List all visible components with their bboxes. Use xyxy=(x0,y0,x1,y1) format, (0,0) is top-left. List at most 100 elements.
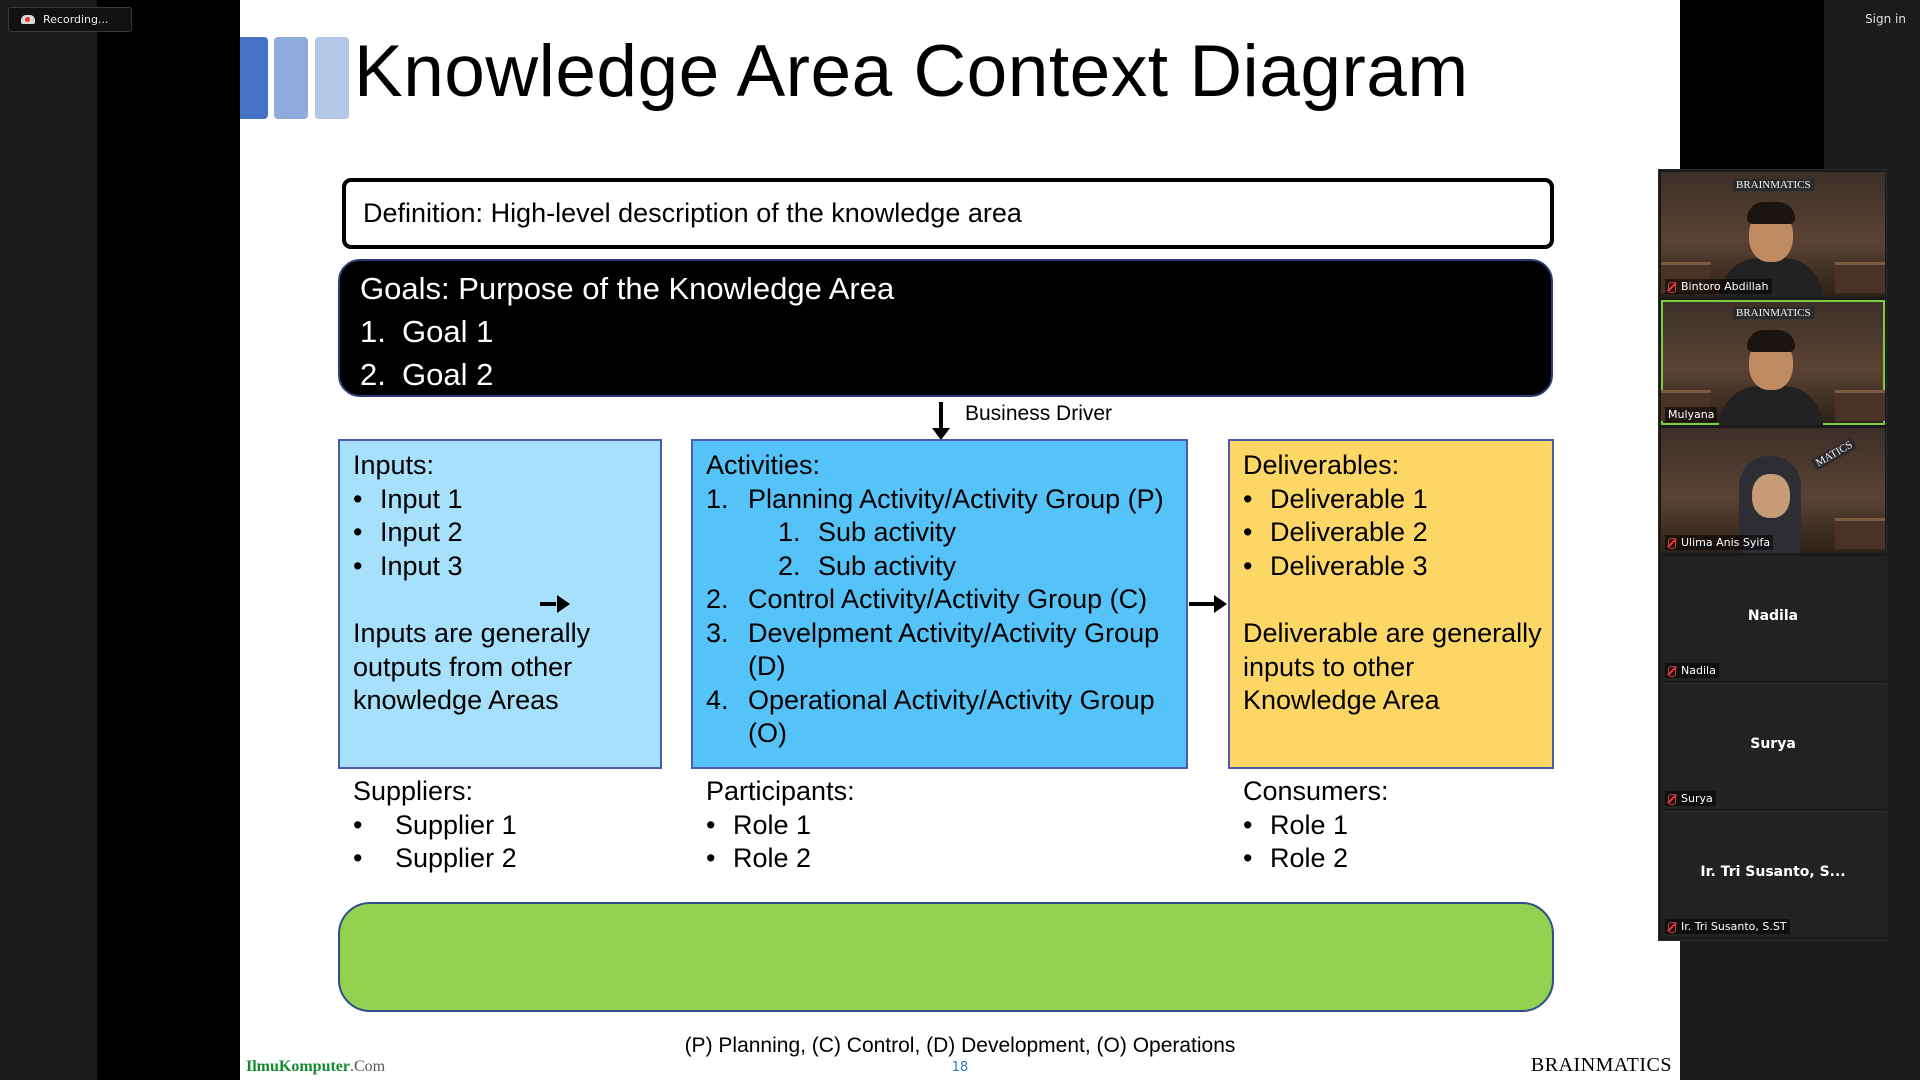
recording-label: Recording... xyxy=(43,13,109,26)
sub-activity-item: 1. Sub activity xyxy=(706,516,1186,550)
goals-heading: Goals: Purpose of the Knowledge Area xyxy=(360,271,895,306)
sub-activity-item: 2. Sub activity xyxy=(706,550,1186,584)
participant-text: Role 2 xyxy=(733,843,812,873)
deliverables-box: Deliverables: •Deliverable 1 •Deliverabl… xyxy=(1228,439,1554,769)
activity-number: 4. xyxy=(706,684,729,715)
sub-activity-text: Sub activity xyxy=(818,550,957,581)
page-number: 18 xyxy=(951,1060,969,1075)
activity-continuation: (D) xyxy=(748,651,786,681)
logo-main-text: IlmuKomputer xyxy=(246,1058,350,1075)
accent-bar-2 xyxy=(274,37,308,119)
goals-box: Goals: Purpose of the Knowledge Area 1.G… xyxy=(338,259,1553,397)
suppliers-list: Suppliers: •Supplier 1 •Supplier 2 xyxy=(353,775,517,876)
participants-heading: Participants: xyxy=(706,776,855,806)
goal-item: 1.Goal 1 xyxy=(360,310,1551,353)
participant-name: Surya xyxy=(1681,792,1713,805)
participant-name: Mulyana xyxy=(1668,408,1715,421)
goal-text: Goal 2 xyxy=(402,357,494,392)
shared-slide: Knowledge Area Context Diagram Definitio… xyxy=(240,0,1680,1080)
goal-text: Goal 1 xyxy=(402,314,494,349)
video-tile-active-speaker[interactable]: BRAINMATICS Mulyana xyxy=(1661,300,1885,425)
consumer-item: •Role 2 xyxy=(1243,843,1349,873)
deliverable-item: •Deliverable 2 xyxy=(1243,517,1428,547)
activity-number: 2. xyxy=(706,584,729,614)
accent-bar-3 xyxy=(315,37,349,119)
video-background-logo: BRAINMATICS xyxy=(1733,179,1814,191)
mic-muted-icon xyxy=(1668,537,1676,549)
deliverables-note-line: Deliverable are generally xyxy=(1243,618,1542,648)
name-tile[interactable]: Surya Surya xyxy=(1661,684,1885,809)
ilmukomputer-logo: IlmuKomputer.Com xyxy=(246,1058,385,1076)
deliverable-text: Deliverable 1 xyxy=(1270,483,1428,514)
input-item: •Input 2 xyxy=(353,517,463,547)
cloud-record-icon xyxy=(21,15,35,24)
mic-muted-icon xyxy=(1668,793,1676,805)
activities-to-deliverables-arrowhead xyxy=(1214,595,1227,613)
goal-number: 2. xyxy=(360,357,386,392)
activity-text: Control Activity/Activity Group (C) xyxy=(748,584,1148,614)
deliverable-text: Deliverable 2 xyxy=(1270,517,1428,547)
accent-bar-1 xyxy=(240,37,268,119)
deliverable-text: Deliverable 3 xyxy=(1270,550,1428,581)
participant-name-label: Ir. Tri Susanto, S.ST xyxy=(1665,919,1790,934)
activity-text: Develpment Activity/Activity Group xyxy=(748,617,1160,648)
recording-indicator[interactable]: Recording... xyxy=(8,7,132,32)
participant-name: Ulima Anis Syifa xyxy=(1681,536,1771,549)
tile-display-name: Nadila xyxy=(1747,608,1799,624)
participant-name: Ir. Tri Susanto, S.ST xyxy=(1681,920,1787,933)
consumers-heading: Consumers: xyxy=(1243,776,1389,806)
supplier-item: •Supplier 1 xyxy=(353,809,517,840)
activity-text: Operational Activity/Activity Group xyxy=(748,684,1155,715)
video-background-logo: MATICS xyxy=(1811,437,1858,471)
consumer-item: •Role 1 xyxy=(1243,809,1349,840)
input-text: Input 2 xyxy=(380,517,463,547)
definition-text: Definition: High-level description of th… xyxy=(363,198,1022,228)
inputs-box: Inputs: •Input 1 •Input 2 •Input 3 Input… xyxy=(338,439,662,769)
activity-continuation: (O) xyxy=(748,718,787,748)
inputs-note-line: outputs from other xyxy=(353,651,573,682)
participants-panel: BRAINMATICS Bintoro Abdillah BRAINMATICS… xyxy=(1658,169,1887,941)
input-item: •Input 1 xyxy=(353,483,463,514)
deliverables-note-line: Knowledge Area xyxy=(1243,685,1440,715)
participant-text: Role 1 xyxy=(733,809,812,840)
consumers-list: Consumers: •Role 1 •Role 2 xyxy=(1243,775,1389,876)
techniques-tools-box xyxy=(338,902,1554,1012)
deliverables-heading: Deliverables: xyxy=(1243,450,1400,480)
inputs-to-activities-arrow xyxy=(540,602,556,606)
participants-list: Participants: •Role 1 •Role 2 xyxy=(706,775,855,876)
supplier-item: •Supplier 2 xyxy=(353,843,517,873)
participant-name-label: Nadila xyxy=(1665,663,1719,678)
sign-in-link[interactable]: Sign in xyxy=(1865,12,1906,26)
sub-activity-text: Sub activity xyxy=(818,517,957,547)
video-tile[interactable]: BRAINMATICS Bintoro Abdillah xyxy=(1661,172,1885,297)
tile-display-name: Ir. Tri Susanto, S... xyxy=(1700,864,1846,880)
activities-to-deliverables-arrow xyxy=(1189,602,1215,606)
activity-item: 1.Planning Activity/Activity Group (P) xyxy=(706,483,1186,517)
video-tile[interactable]: MATICS Ulima Anis Syifa xyxy=(1661,428,1885,553)
right-letterbox xyxy=(1680,0,1824,170)
activity-text: Planning Activity/Activity Group (P) xyxy=(748,483,1164,514)
participant-item: •Role 2 xyxy=(706,843,812,873)
tile-display-name: Surya xyxy=(1750,736,1796,752)
input-text: Input 3 xyxy=(380,550,463,581)
deliverables-note-line: inputs to other xyxy=(1243,651,1415,682)
deliverable-item: •Deliverable 3 xyxy=(1243,550,1428,581)
participant-name-label: Ulima Anis Syifa xyxy=(1665,535,1774,550)
participant-name: Bintoro Abdillah xyxy=(1681,280,1769,293)
inputs-heading: Inputs: xyxy=(353,450,435,480)
slide-title: Knowledge Area Context Diagram xyxy=(354,31,1469,112)
inputs-note-line: knowledge Areas xyxy=(353,685,559,715)
input-item: •Input 3 xyxy=(353,550,463,581)
goal-item: 2. Goal 2 xyxy=(360,353,1551,396)
activities-heading: Activities: xyxy=(706,450,821,480)
activity-item: 2. Control Activity/Activity Group (C) xyxy=(706,583,1186,617)
mic-muted-icon xyxy=(1668,921,1676,933)
inputs-note-line: Inputs are generally xyxy=(353,618,591,648)
name-tile[interactable]: Nadila Nadila xyxy=(1661,556,1885,681)
consumer-text: Role 1 xyxy=(1270,809,1349,840)
sub-activity-number: 2. xyxy=(778,550,801,581)
left-letterbox xyxy=(97,0,240,1080)
sub-activity-number: 1. xyxy=(778,517,801,547)
name-tile[interactable]: Ir. Tri Susanto, S... Ir. Tri Susanto, S… xyxy=(1661,812,1885,937)
participant-item: •Role 1 xyxy=(706,809,812,840)
